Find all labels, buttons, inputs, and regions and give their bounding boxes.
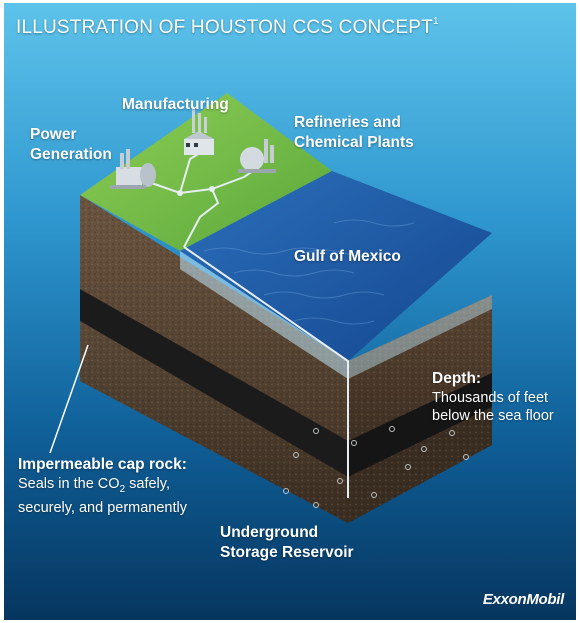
caprock-leader-line (49, 344, 89, 454)
ccs-block-diagram (49, 93, 492, 523)
label-manufacturing: Manufacturing (122, 96, 229, 113)
injection-well-icon (183, 246, 349, 498)
label-impermeable-cap-rock: Impermeable cap rock: Seals in the CO2 s… (18, 456, 187, 516)
label-power-generation: Power Generation (30, 126, 112, 163)
exxonmobil-logo: ExxonMobil (482, 591, 564, 608)
diagram-canvas: ILLUSTRATION OF HOUSTON CCS CONCEPT1 Man… (4, 3, 576, 620)
diagram-title: ILLUSTRATION OF HOUSTON CCS CONCEPT1 (16, 15, 439, 38)
right-face-strata (348, 295, 492, 523)
gulf-of-mexico-water (180, 171, 492, 361)
label-refineries: Refineries and Chemical Plants (294, 114, 414, 151)
label-gulf-of-mexico: Gulf of Mexico (294, 248, 401, 265)
label-storage-reservoir: Underground Storage Reservoir (220, 524, 354, 561)
label-depth: Depth: Thousands of feet below the sea f… (432, 370, 554, 424)
factory-icon (110, 109, 276, 189)
left-face-strata (80, 195, 348, 523)
land-surface (80, 93, 332, 251)
caprock-layer-left (80, 289, 348, 477)
co2-bubble-icon (283, 426, 469, 508)
caprock-layer-right (348, 373, 492, 477)
